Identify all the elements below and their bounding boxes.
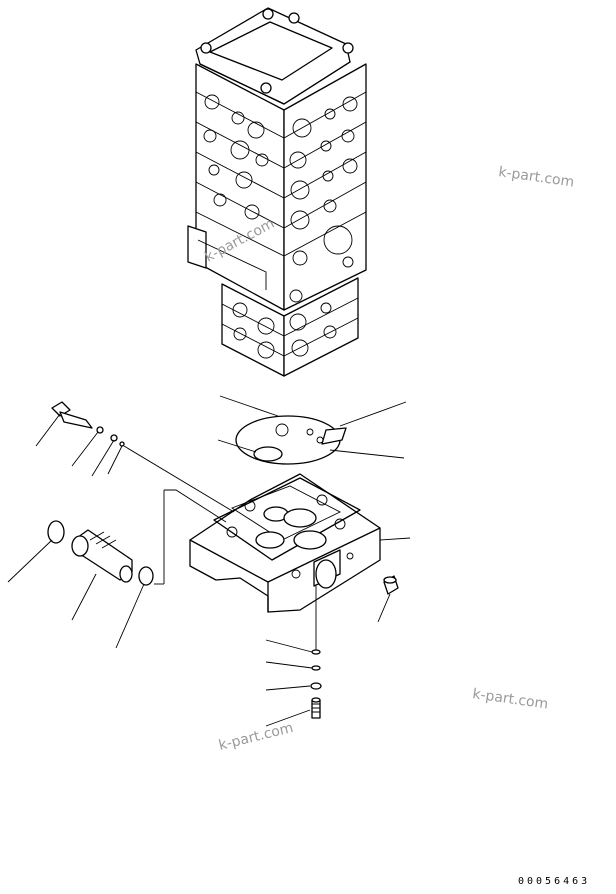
washer	[310, 665, 322, 690]
valve-assembly-stack	[187, 7, 367, 377]
gasket-plate	[235, 415, 347, 465]
watermark: k-part.com	[217, 720, 295, 754]
cap-screw	[383, 575, 399, 595]
leader-lines	[7, 395, 411, 727]
o-ring	[253, 446, 283, 462]
document-number: 00056463	[518, 876, 590, 887]
watermark: k-part.com	[497, 164, 575, 190]
plug	[311, 649, 321, 655]
seal-ring	[47, 520, 154, 586]
watermark: k-part.com	[471, 686, 549, 712]
valve-section-block	[189, 473, 381, 613]
relief-valve	[51, 401, 133, 583]
bolt	[311, 697, 321, 719]
